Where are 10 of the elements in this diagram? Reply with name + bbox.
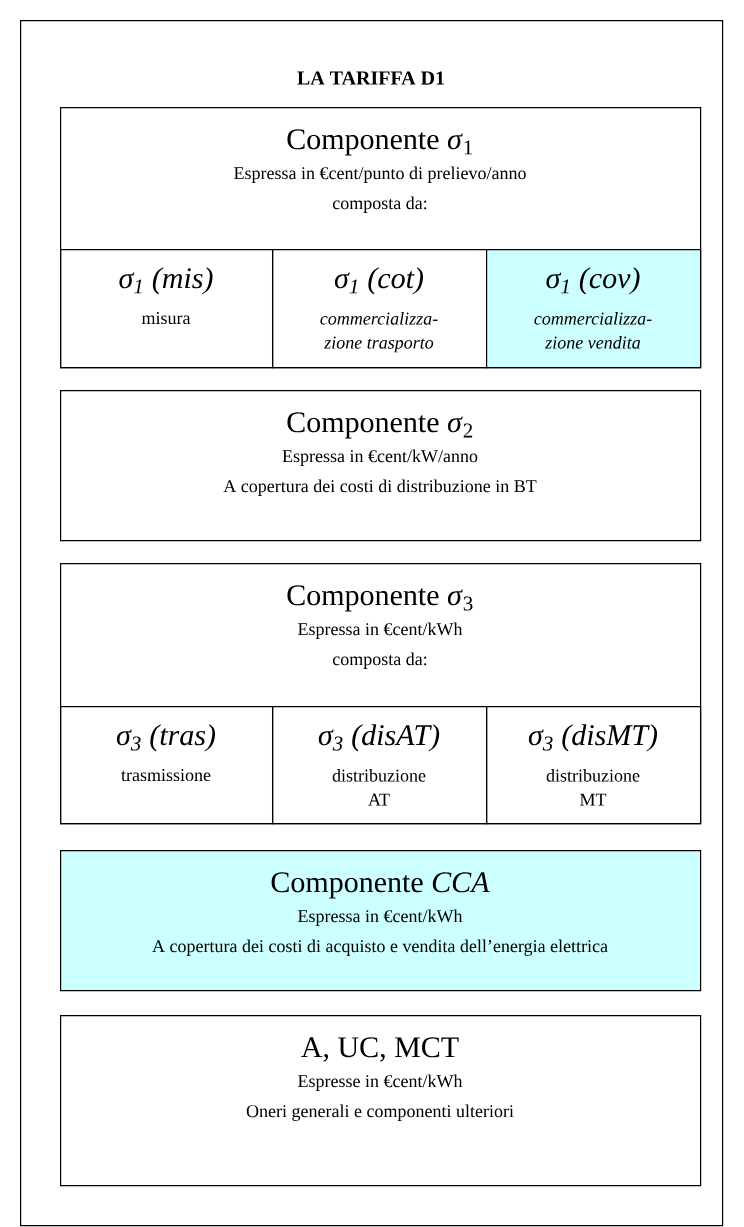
page-frame xyxy=(20,20,724,1227)
component-box: Componente CCA Espressa in €cent/kWh A copertura dei costi di acquisto e vendita dell’energia elettrica xyxy=(60,850,702,992)
table-cell: σ$_{3}$ (disAT) distribuzione AT xyxy=(272,706,488,825)
table-cell: σ$_{1}$ (cov) commercializza- zione vendita xyxy=(486,249,702,369)
table-cell: σ$_{3}$ (tras) trasmissione xyxy=(60,706,274,825)
title: LA TARIFFA D1 xyxy=(297,71,444,85)
component-box: A, UC, MCT Espresse in €cent/kWh Oneri generali e componenti ulteriori xyxy=(60,1015,702,1187)
table-cell: σ$_{3}$ (disMT) distribuzione MT xyxy=(486,706,702,825)
component-box: Componente σ$_{2}$ Espressa in €cent/kW/anno A copertura dei costi di distribuzione in BT xyxy=(60,390,702,542)
table-cell: σ$_{1}$ (mis) misura xyxy=(60,249,274,369)
